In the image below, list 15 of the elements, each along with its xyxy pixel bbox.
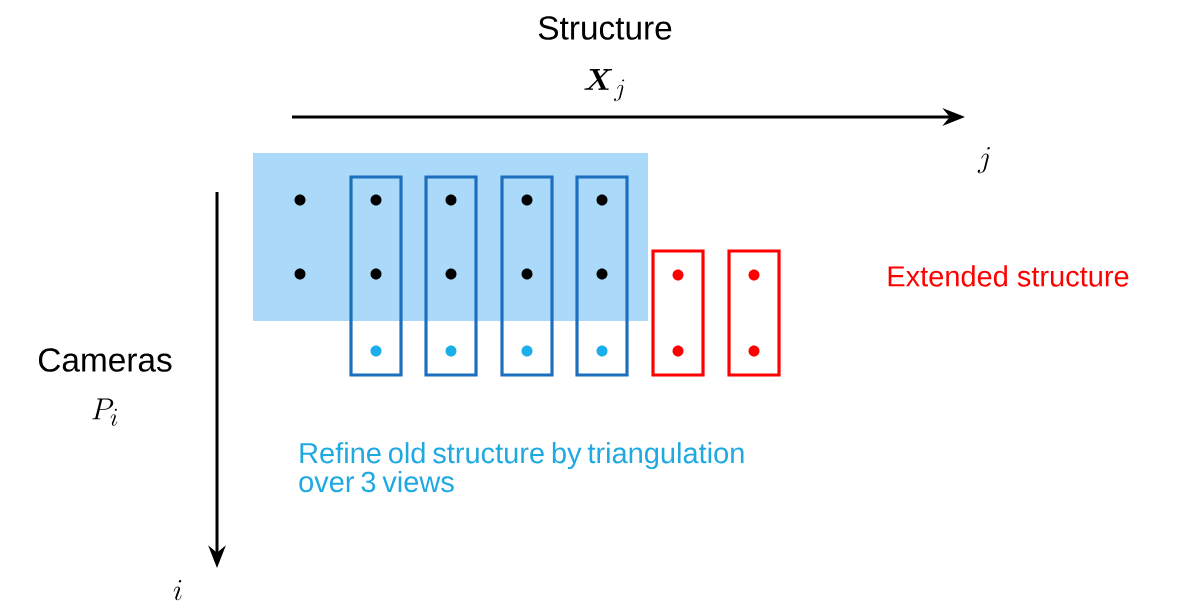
column-box	[349, 175, 403, 377]
region-shading	[253, 153, 648, 321]
axis-title: Cameras	[38, 348, 172, 372]
annotation: Extended structure	[888, 265, 1129, 287]
axis-symbol: $\boldsymbol{X}_j$	[584, 69, 625, 102]
annotation: Refine old structure by triangulation over 3 views	[299, 442, 744, 493]
column-box	[651, 249, 705, 377]
axis-title: Structure	[538, 16, 672, 40]
column-box	[727, 249, 781, 377]
axis-symbol: $P_i$	[92, 398, 118, 426]
column-box	[500, 175, 554, 377]
axis-symbol: $i$	[173, 580, 182, 601]
column-box	[424, 175, 478, 377]
axis-symbol: $j$	[977, 147, 990, 174]
column-box	[575, 175, 629, 377]
